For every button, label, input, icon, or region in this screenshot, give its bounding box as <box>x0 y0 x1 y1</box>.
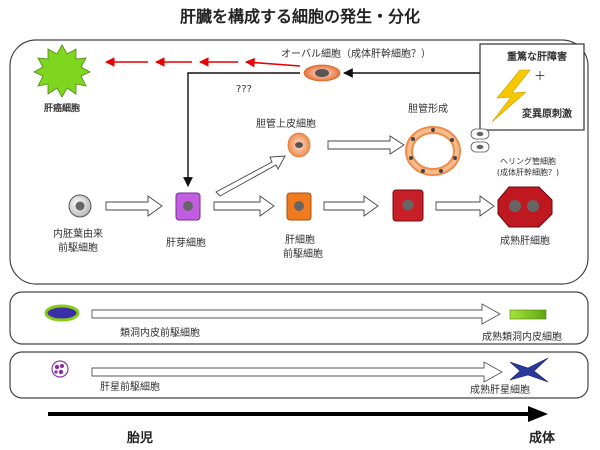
hollow-arrow-1 <box>105 195 163 217</box>
hollow-arrow-2 <box>213 195 275 217</box>
timeline-start-label: 胎児 <box>127 430 153 446</box>
sinusoid-precursor-label: 類洞内皮前駆細胞 <box>120 326 200 339</box>
liver-cancer-cell <box>33 44 91 98</box>
injury-line2: 変異原刺激 <box>522 107 572 120</box>
hering-label-1: ヘリング管細胞 <box>500 156 556 166</box>
hollow-arrow-4 <box>435 195 495 217</box>
timeline-end-label: 成体 <box>529 430 556 446</box>
stellate-mature-cell <box>509 357 549 383</box>
endoderm-label-2: 前駆細胞 <box>58 241 98 254</box>
hollow-arrow-diagonal <box>215 155 286 197</box>
mature-hepatocyte-label: 成熟肝細胞 <box>500 234 550 247</box>
red-arrow-4 <box>245 57 301 68</box>
hepatoblast-nucleus <box>183 201 193 211</box>
immature-hepatocyte-nucleus <box>402 199 414 211</box>
liver-cancer-label: 肝癌細胞 <box>44 102 80 114</box>
stellate-precursor-cell <box>51 360 69 378</box>
oval-cell-label: オーバル細胞（成体肝幹細胞？） <box>281 47 431 60</box>
stellate-precursor-label: 肝星前駆細胞 <box>100 380 160 393</box>
injury-line1: 重篤な肝障害 <box>507 50 567 63</box>
sinusoid-precursor-cell <box>44 304 80 322</box>
bile-duct-ring <box>405 126 461 176</box>
bile-epithelial-label: 胆管上皮細胞 <box>256 117 316 130</box>
oval-cell-nucleus <box>315 69 329 77</box>
hollow-arrow-bile <box>327 135 405 155</box>
hepatoblast-label: 肝芽細胞 <box>166 236 206 249</box>
injury-plus: ＋ <box>534 69 546 83</box>
stellate-mature-label: 成熟肝星細胞 <box>470 383 530 396</box>
main-panel <box>9 39 589 285</box>
bile-duct-formation-label: 胆管形成 <box>408 102 448 115</box>
mature-hepatocyte-nucleus-2 <box>527 200 539 212</box>
bile-epithelial-nucleus <box>295 142 303 148</box>
endoderm-nucleus <box>75 201 85 211</box>
hering-label-2: (成体肝幹細胞？) <box>497 167 559 177</box>
mature-hepatocyte-nucleus-1 <box>509 200 521 212</box>
endoderm-label-1: 内胚葉由来 <box>53 227 103 240</box>
mature-hepatocyte-cell <box>497 186 553 228</box>
diagram-title: 肝臓を構成する細胞の発生・分化 <box>180 7 420 26</box>
sinusoid-mature-cell <box>509 309 547 320</box>
sinusoid-long-arrow <box>91 303 501 325</box>
hep-precursor-label-1: 肝細胞 <box>285 233 315 246</box>
unknown-label: ??? <box>236 84 252 95</box>
lightning-bolt-icon <box>491 69 531 123</box>
hering-canal-cells <box>470 128 490 153</box>
hep-precursor-nucleus <box>294 201 304 211</box>
oval-to-hepatoblast-arrow <box>183 72 300 187</box>
sinusoid-panel <box>9 291 589 345</box>
hollow-arrow-3 <box>323 195 379 217</box>
timeline-arrowhead <box>528 406 548 422</box>
stellate-panel <box>9 351 589 399</box>
sinusoid-mature-label: 成熟類洞内皮細胞 <box>482 330 562 343</box>
hep-precursor-label-2: 前駆細胞 <box>283 247 323 260</box>
stellate-long-arrow <box>91 361 503 383</box>
